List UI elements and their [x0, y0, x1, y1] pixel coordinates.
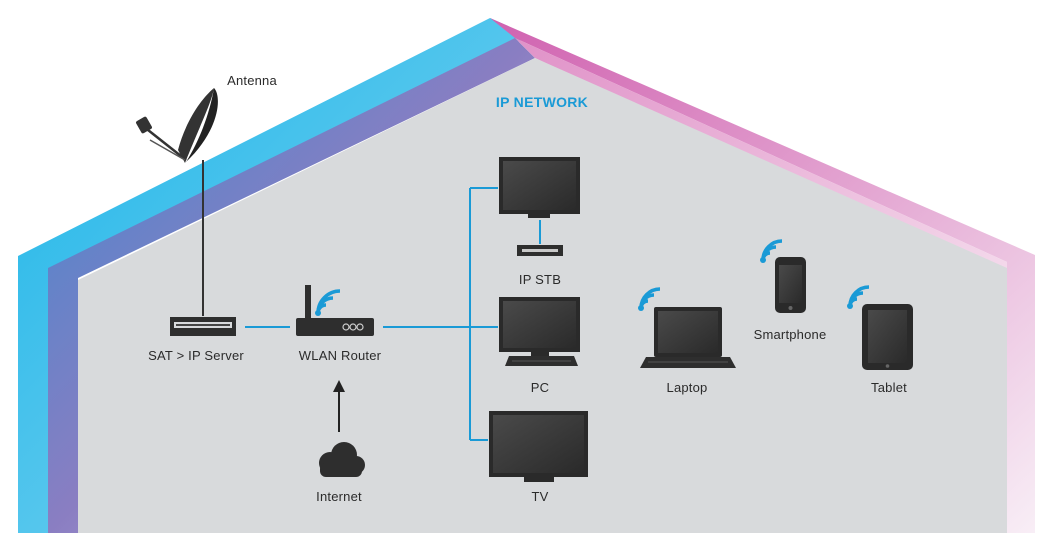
internet-arrow: [333, 380, 345, 432]
smartphone-icon: [775, 257, 806, 313]
tablet-icon: [862, 304, 913, 370]
sat-server-label: SAT > IP Server: [148, 348, 244, 363]
tablet-wifi-icon: [847, 285, 870, 309]
pc-icon: [499, 297, 580, 366]
sat-server-icon: [170, 317, 236, 336]
ip-stb-icon: [517, 245, 563, 256]
smartphone-wifi-icon: [760, 239, 783, 263]
tv-label: TV: [531, 489, 549, 504]
house: [18, 18, 1035, 533]
antenna-label: Antenna: [227, 73, 277, 88]
stb-monitor-icon: [499, 157, 580, 218]
smartphone-label: Smartphone: [753, 327, 827, 342]
router-icon: [296, 285, 374, 336]
laptop-label: Laptop: [666, 380, 708, 395]
ip-stb-label: IP STB: [518, 272, 562, 287]
tablet-label: Tablet: [871, 380, 907, 395]
router-wifi-icon: [315, 289, 341, 316]
tv-icon: [489, 411, 588, 482]
pc-label: PC: [530, 380, 550, 395]
cloud-icon: [319, 442, 365, 477]
house-interior: [78, 58, 1007, 533]
laptop-icon: [640, 307, 736, 368]
internet-label: Internet: [316, 489, 362, 504]
connections: [202, 160, 541, 441]
network-title: IP NETWORK: [495, 94, 589, 110]
router-label: WLAN Router: [298, 348, 382, 363]
laptop-wifi-icon: [638, 287, 661, 311]
antenna-icon: [136, 88, 218, 163]
